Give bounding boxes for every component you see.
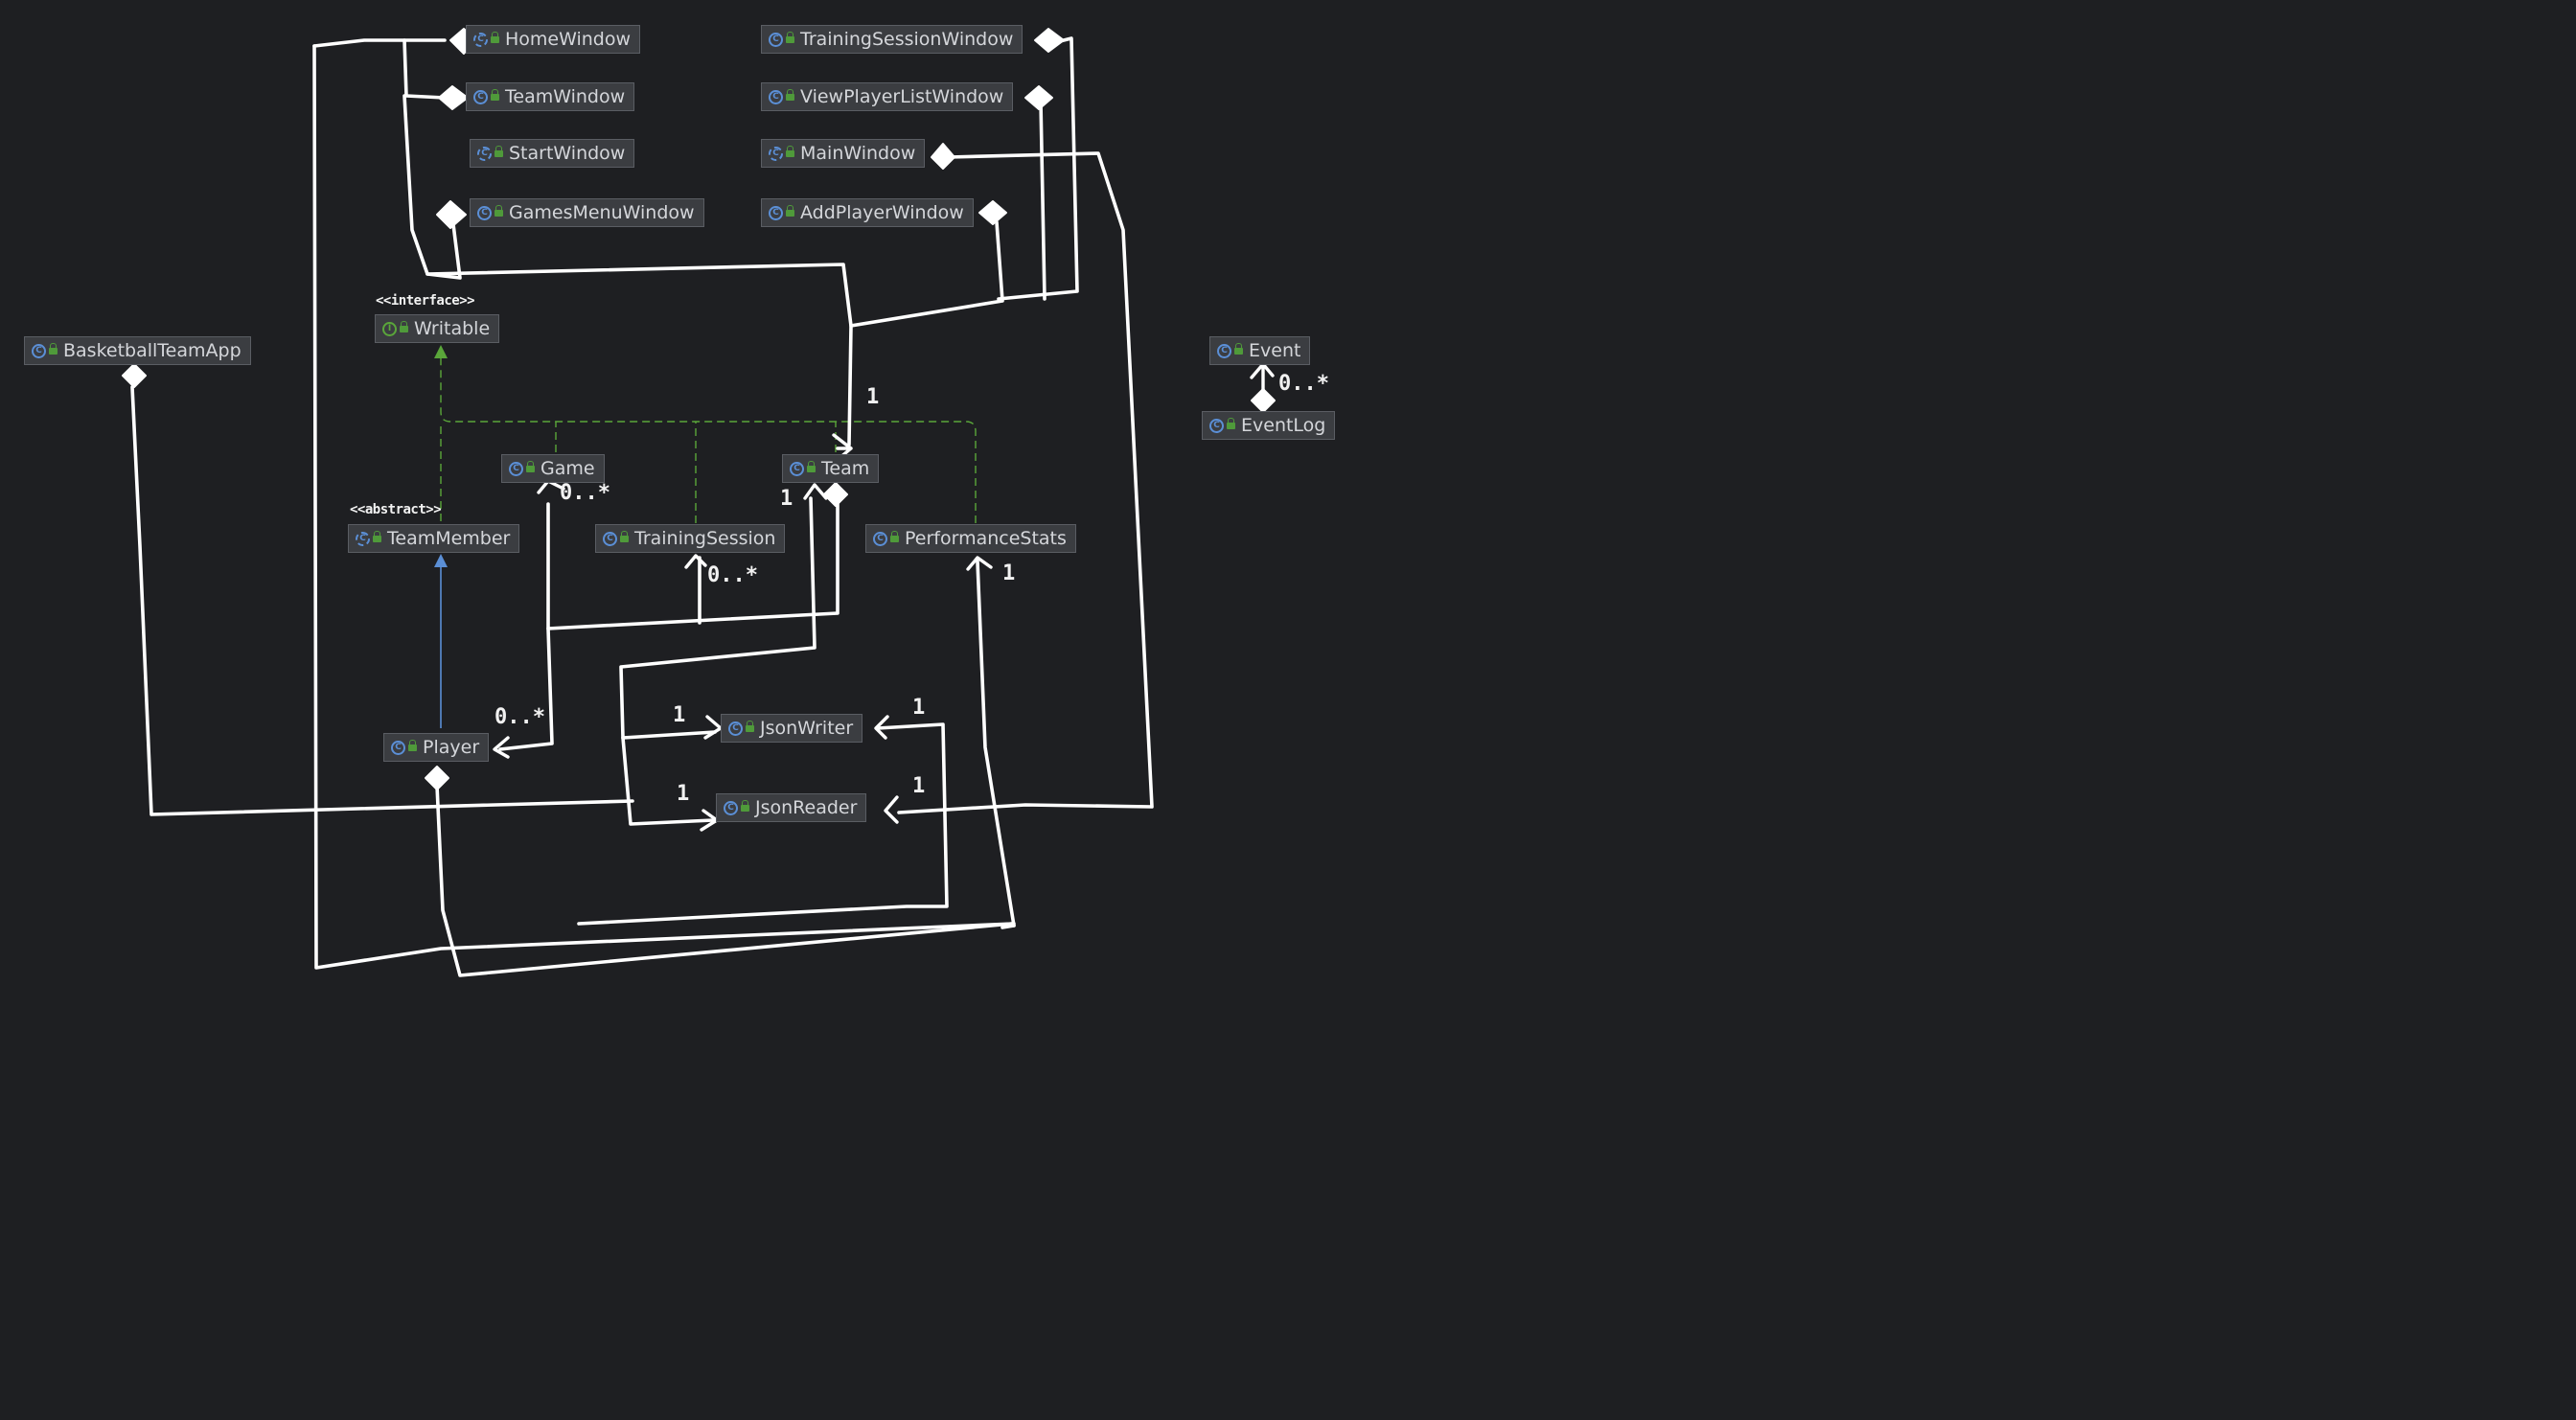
class-node-json-writer[interactable]: C JsonWriter [721, 714, 863, 743]
class-name: Game [540, 458, 595, 479]
interface-stereotype: <<interface>> [376, 293, 475, 309]
class-icon: C [769, 88, 794, 104]
class-icon: C [769, 204, 794, 220]
multiplicity-team-top: 1 [866, 385, 880, 409]
multiplicity-team-left: 1 [780, 487, 794, 511]
multiplicity-player: 0..* [494, 705, 545, 729]
class-node-performance-stats[interactable]: C PerformanceStats [865, 524, 1076, 553]
interface-icon: I [382, 320, 408, 336]
teammember-triangle [434, 554, 448, 567]
class-icon: C [724, 799, 749, 815]
multiplicity-event: 0..* [1278, 372, 1329, 396]
class-node-event[interactable]: C Event [1209, 336, 1311, 365]
class-node-basketball-team-app[interactable]: C BasketballTeamApp [24, 336, 251, 365]
abstract-class-icon: C [356, 530, 381, 546]
interface-name: Writable [414, 318, 491, 339]
class-node-main-window[interactable]: C MainWindow [761, 139, 926, 168]
class-name: ViewPlayerListWindow [800, 86, 1004, 107]
class-icon: C [603, 530, 629, 546]
class-name: EventLog [1241, 415, 1326, 436]
class-icon: C [1209, 417, 1235, 433]
class-name: TeamWindow [505, 86, 626, 107]
multiplicity-json-writer-right: 1 [912, 696, 926, 720]
class-icon: C [1217, 342, 1243, 358]
class-node-team-window[interactable]: C TeamWindow [466, 82, 635, 111]
class-node-game[interactable]: C Game [501, 454, 605, 483]
abstract-stereotype: <<abstract>> [350, 502, 442, 517]
interface-node-writable[interactable]: I Writable [375, 314, 500, 343]
class-name: AddPlayerWindow [800, 202, 964, 223]
class-node-start-window[interactable]: C StartWindow [470, 139, 635, 168]
class-name: Event [1249, 340, 1301, 361]
class-name: BasketballTeamApp [63, 340, 242, 361]
writable-triangle [434, 345, 448, 358]
class-icon: C [477, 204, 503, 220]
class-icon: C [728, 720, 754, 736]
class-name: HomeWindow [505, 29, 632, 50]
class-icon: C [769, 145, 794, 161]
class-icon: C [509, 460, 535, 476]
class-name: TrainingSessionWindow [800, 29, 1014, 50]
class-node-view-player-list-window[interactable]: C ViewPlayerListWindow [761, 82, 1014, 111]
class-name: MainWindow [800, 143, 916, 164]
class-icon: C [473, 31, 499, 47]
class-node-training-session[interactable]: C TrainingSession [595, 524, 786, 553]
class-name: Team [821, 458, 870, 479]
multiplicity-performance-stats: 1 [1002, 561, 1016, 585]
class-icon: C [477, 145, 503, 161]
class-node-team[interactable]: C Team [782, 454, 880, 483]
class-node-training-session-window[interactable]: C TrainingSessionWindow [761, 25, 1024, 54]
multiplicity-json-reader-left: 1 [677, 782, 690, 806]
class-node-player[interactable]: C Player [383, 733, 490, 762]
class-name: PerformanceStats [905, 528, 1067, 549]
class-name: Player [423, 737, 480, 758]
class-icon: C [873, 530, 899, 546]
open-arrowheads [493, 362, 1275, 832]
class-node-add-player-window[interactable]: C AddPlayerWindow [761, 198, 974, 227]
class-icon: C [391, 739, 417, 755]
class-node-home-window[interactable]: C HomeWindow [466, 25, 641, 54]
class-node-games-menu-window[interactable]: C GamesMenuWindow [470, 198, 704, 227]
class-icon: C [32, 342, 58, 358]
class-name: GamesMenuWindow [509, 202, 695, 223]
class-name: TrainingSession [634, 528, 776, 549]
multiplicity-training-session: 0..* [707, 563, 758, 587]
class-icon: C [790, 460, 816, 476]
class-node-team-member[interactable]: C TeamMember [348, 524, 520, 553]
class-node-json-reader[interactable]: C JsonReader [716, 793, 867, 822]
class-name: StartWindow [509, 143, 626, 164]
class-node-event-log[interactable]: C EventLog [1202, 411, 1336, 440]
multiplicity-json-writer-left: 1 [673, 703, 686, 727]
implements-edges [440, 356, 977, 523]
composition-diamonds [122, 28, 1276, 790]
class-icon: C [473, 88, 499, 104]
class-icon: C [769, 31, 794, 47]
hand-drawn-associations [130, 36, 1154, 977]
class-name: JsonReader [755, 797, 858, 818]
multiplicity-game: 0..* [560, 481, 610, 505]
multiplicity-json-reader-right: 1 [912, 774, 926, 798]
class-name: TeamMember [387, 528, 511, 549]
class-name: JsonWriter [760, 718, 854, 739]
